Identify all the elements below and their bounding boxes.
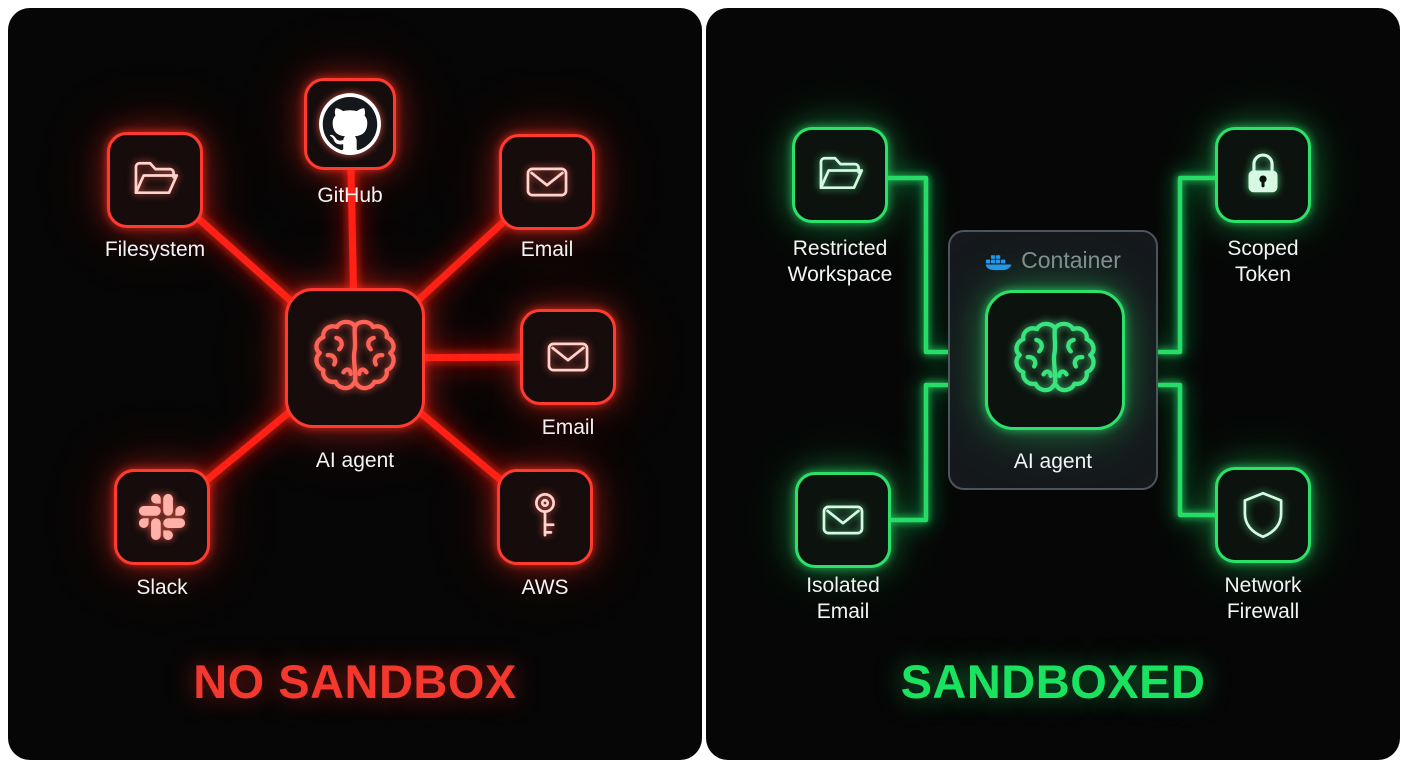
- restricted-workspace-node: [792, 127, 888, 223]
- container-header: Container: [950, 247, 1156, 274]
- network-firewall-label: Network Firewall: [1224, 574, 1302, 623]
- email-icon: [822, 505, 864, 535]
- email-right-node: [520, 309, 616, 405]
- no-sandbox-title: NO SANDBOX: [193, 655, 517, 708]
- network-firewall-node: [1215, 467, 1311, 563]
- email-icon: [547, 342, 589, 372]
- github-label: GitHub: [317, 184, 383, 207]
- slack-icon: [138, 493, 186, 541]
- no-sandbox-panel: Filesystem GitHub Email: [8, 8, 702, 760]
- sandboxed-ai-agent-label: AI agent: [1013, 450, 1093, 473]
- github-icon: [319, 93, 381, 155]
- isolated-email-node: [795, 472, 891, 568]
- ai-agent-node: [285, 288, 425, 428]
- email-right-label: Email: [541, 416, 595, 439]
- folder-icon: [819, 156, 864, 190]
- sandboxed-ai-agent-node: [985, 290, 1125, 430]
- scoped-token-label: Scoped Token: [1227, 237, 1299, 286]
- container-box: Container AI ag: [948, 230, 1158, 490]
- aws-label: AWS: [521, 576, 569, 599]
- green-connection-lines: [885, 175, 1218, 523]
- restricted-workspace-label: Restricted Workspace: [787, 237, 893, 286]
- email-top-node: [499, 134, 595, 230]
- key-icon: [535, 492, 555, 537]
- scoped-token-node: [1215, 127, 1311, 223]
- brain-icon: [1014, 321, 1096, 393]
- container-label: Container: [1021, 247, 1121, 273]
- filesystem-label: Filesystem: [104, 238, 206, 261]
- sandboxed-panel: Restricted Workspace Scoped Token: [706, 8, 1400, 760]
- email-icon: [526, 167, 568, 197]
- lock-icon: [1248, 153, 1278, 193]
- slack-label: Slack: [136, 576, 188, 599]
- isolated-email-label: Isolated Email: [806, 574, 880, 623]
- brain-icon: [314, 319, 396, 391]
- slack-node: [114, 469, 210, 565]
- filesystem-node: [107, 132, 203, 228]
- aws-node: [497, 469, 593, 565]
- github-node: [304, 78, 396, 170]
- ai-agent-label: AI agent: [315, 449, 395, 472]
- sandboxed-title: SANDBOXED: [900, 655, 1206, 708]
- docker-icon: [985, 254, 1012, 270]
- email-top-label: Email: [520, 238, 574, 261]
- shield-icon: [1243, 491, 1283, 539]
- folder-icon: [134, 161, 179, 195]
